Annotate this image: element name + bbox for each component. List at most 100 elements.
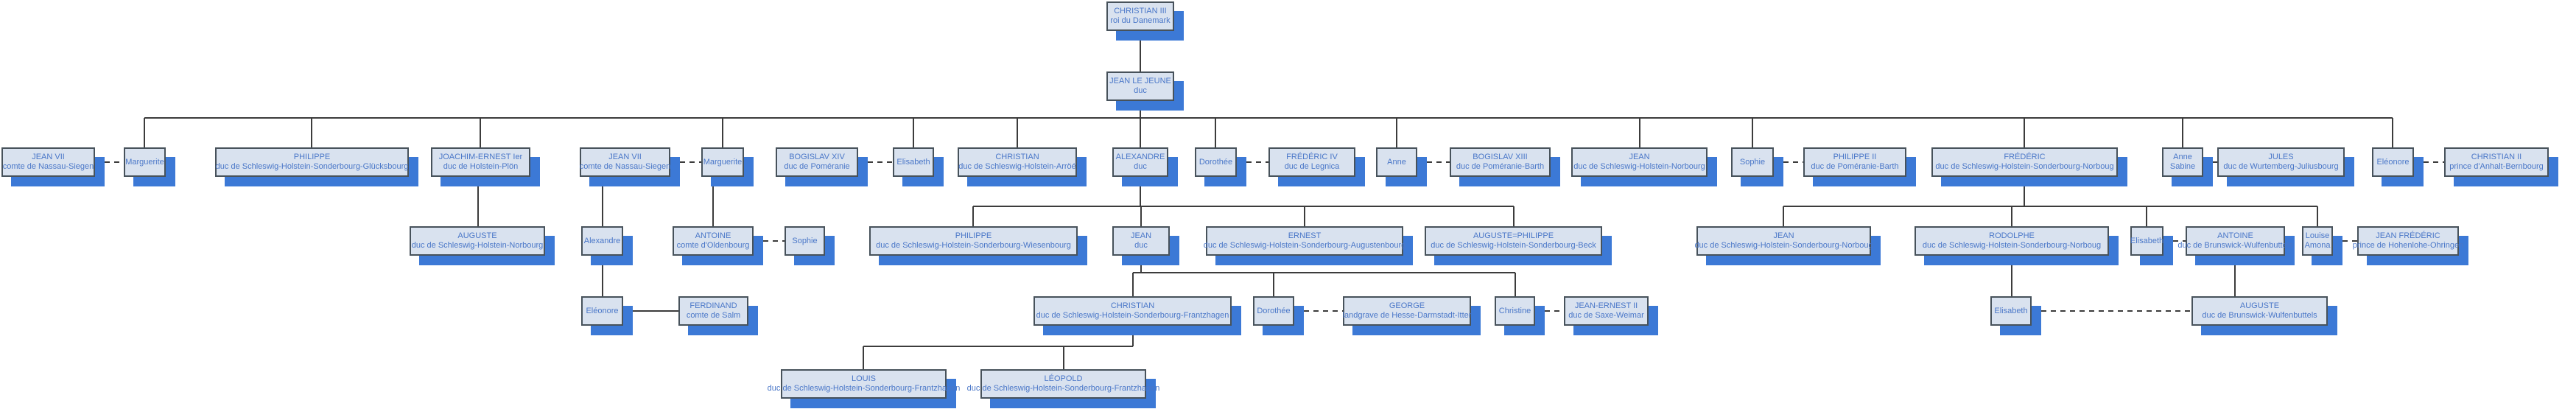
person-name: Marguerite xyxy=(703,157,743,167)
person-name: AUGUSTE xyxy=(2239,301,2280,310)
person-name: JEAN-ERNEST II xyxy=(1574,301,1638,310)
person-name: JEAN xyxy=(1130,231,1152,240)
person-title: duc de Schleswig-Holstein-Sonderbourg-Fr… xyxy=(1036,311,1229,320)
person-name: RODOLPHE xyxy=(1989,231,2035,240)
person-name: CHRISTIAN II xyxy=(2471,153,2522,161)
person-title: duc de Schleswig-Holstein-Sonderbourg-Fr… xyxy=(966,384,1160,393)
person-name: JEAN xyxy=(1773,231,1794,240)
node-alexandre-2: Alexandre xyxy=(581,226,623,256)
person-title: duc de Legnica xyxy=(1284,162,1340,171)
person-title: comte d'Oldenbourg xyxy=(676,241,750,250)
person-title: comte de Nassau-Siegen xyxy=(579,162,671,171)
person-title: comte de Salm xyxy=(686,311,741,320)
person-title: landgrave de Hesse-Darmstadt-Itter xyxy=(1342,311,1472,320)
node-elisabeth-2: Elisabeth xyxy=(2130,226,2163,256)
person-title: duc de Poméranie xyxy=(784,162,850,171)
person-name: ERNEST xyxy=(1288,231,1322,240)
person-title: duc de Saxe-Weimar xyxy=(1568,311,1644,320)
person-title: duc de Holstein-Plön xyxy=(443,162,519,171)
person-name: AUGUSTE=PHILIPPE xyxy=(1473,231,1554,240)
person-title: duc xyxy=(1134,86,1147,95)
person-name: CHRISTIAN xyxy=(1110,301,1155,310)
node-christine: Christine xyxy=(1495,296,1535,326)
person-name: Elisabeth xyxy=(896,157,930,167)
person-name: AUGUSTE xyxy=(457,231,497,240)
person-name: LÉOPOLD xyxy=(1044,374,1083,383)
person-name: Dorothée xyxy=(1257,306,1291,315)
node-dorothee-1: Dorothée xyxy=(1195,147,1237,177)
person-name: PHILIPPE II xyxy=(1833,153,1877,161)
node-sophie-1: Sophie xyxy=(1731,147,1774,177)
person-title: duc de Poméranie-Barth xyxy=(1456,162,1545,171)
person-name: Sophie xyxy=(1739,157,1766,167)
person-name: Elisabeth xyxy=(1994,306,2028,315)
node-anne-sabine: Anne Sabine xyxy=(2162,147,2203,177)
person-title: duc de Schleswig-Holstein-Sonderbourg-Fr… xyxy=(767,384,961,393)
node-dorothee-2: Dorothée xyxy=(1253,296,1294,326)
person-title: duc de Schleswig-Holstein-Sonderbourg-Gl… xyxy=(215,162,409,171)
node-anne: Anne xyxy=(1376,147,1417,177)
person-name: Alexandre xyxy=(583,236,621,245)
node-marguerite-1: Marguerite xyxy=(124,147,166,177)
person-name: FRÉDÉRIC IV xyxy=(1286,153,1338,161)
node-elisabeth-1: Elisabeth xyxy=(893,147,934,177)
person-title: comte de Nassau-Siegen xyxy=(2,162,94,171)
person-name: JEAN VII xyxy=(32,153,65,161)
person-title: duc de Schleswig-Holstein-Sonderbourg-Be… xyxy=(1431,241,1596,250)
person-title: duc de Wurtemberg-Juliusbourg xyxy=(2223,162,2339,171)
person-name: JOACHIM-ERNEST Ier xyxy=(438,153,523,161)
person-title: roi du Danemark xyxy=(1110,16,1171,25)
person-title: duc de Schleswig-Holstein-Norbourg xyxy=(1573,162,1705,171)
node-elisabeth-3: Elisabeth xyxy=(1990,296,2032,326)
person-title: duc de Schleswig-Holstein-Sonderbourg-No… xyxy=(1922,241,2102,250)
person-title: duc de Schleswig-Holstein-Sonderbourg-Au… xyxy=(1203,241,1406,250)
person-title: duc de Schleswig-Holstein-Sonderbourg-Wi… xyxy=(876,241,1071,250)
node-louise-amona: Louise Amona xyxy=(2302,226,2333,256)
person-name: JEAN VII xyxy=(608,153,642,161)
person-name: ANTOINE xyxy=(695,231,731,240)
person-name: ALEXANDRE xyxy=(1115,153,1165,161)
person-name: ANTOINE xyxy=(2217,231,2253,240)
person-name: LOUIS xyxy=(851,374,876,383)
person-name: Marguerite xyxy=(125,157,164,167)
node-eleonore-2: Eléonore xyxy=(581,296,623,326)
person-name: JULES xyxy=(2268,153,2294,161)
node-sophie-2: Sophie xyxy=(785,226,825,256)
person-name: CHRISTIAN xyxy=(995,153,1039,161)
node-marguerite-2: Marguerite xyxy=(701,147,744,177)
person-title: prince de Hohenlohe-Ohringen xyxy=(2352,241,2464,250)
person-name: Louise Amona xyxy=(2304,231,2331,250)
person-title: prince d'Anhalt-Bernbourg xyxy=(2449,162,2544,171)
person-title: duc de Brunswick-Wulfenbuttels xyxy=(2177,241,2293,250)
person-name: Eléonore xyxy=(2376,157,2410,167)
person-name: BOGISLAV XIII xyxy=(1473,153,1528,161)
person-title: duc xyxy=(1134,241,1148,250)
person-name: Anne Sabine xyxy=(2169,153,2196,171)
node-eleonore-1: Eléonore xyxy=(2372,147,2414,177)
